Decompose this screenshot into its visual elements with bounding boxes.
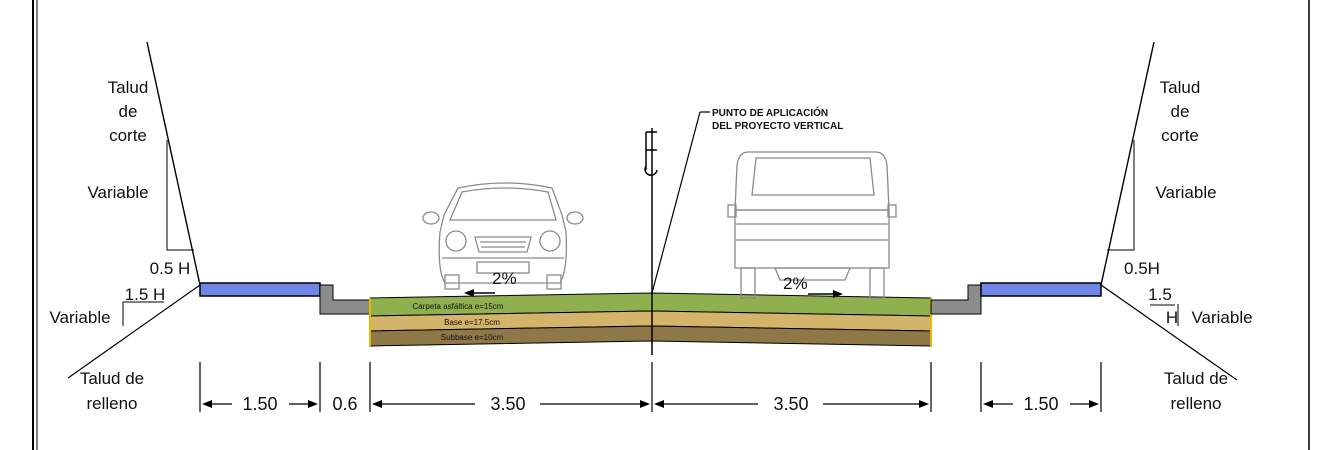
right-fill-label-line2: relleno: [1170, 394, 1221, 413]
right-cut-slope: [1100, 41, 1155, 286]
left-fill-label-line1: Talud de: [80, 369, 144, 388]
left-fill-label-line2: relleno: [86, 394, 137, 413]
right-fill-variable-label: Variable: [1191, 308, 1252, 327]
crossfall-left-arrow-icon: [464, 289, 495, 297]
left-cut-label-line1: Talud: [108, 78, 149, 97]
left-fill-ratio-label: 1.5 H: [125, 285, 166, 304]
left-cut-slope: [146, 41, 201, 286]
left-fill-slope: [67, 284, 201, 379]
right-cut-ratio-label: 0.5H: [1124, 259, 1160, 278]
right-cut-label-line3: corte: [1161, 126, 1199, 145]
asphalt-layer-label: Carpeta asfáltica e=15cm: [413, 302, 504, 311]
right-fill-slope: [1100, 284, 1238, 381]
truck-rear-view-icon: [727, 151, 897, 299]
right-fill-label-line1: Talud de: [1164, 369, 1228, 388]
right-cut-label-line2: de: [1171, 102, 1190, 121]
right-cut-variable-label: Variable: [1155, 183, 1216, 202]
crossfall-right-arrow-icon: [808, 290, 843, 298]
centerline-symbol-icon: [644, 131, 658, 176]
right-shoulder: [980, 282, 1102, 297]
left-cut-variable-label: Variable: [87, 183, 148, 202]
dimension-left-shoulder: [202, 400, 318, 408]
application-point-leader: [651, 111, 701, 294]
dimension-left-lane: [372, 400, 650, 408]
crossfall-right-label: 2%: [783, 274, 808, 293]
right-fill-ratio-numerator: 1.5: [1148, 285, 1172, 304]
right-curb: [930, 284, 982, 315]
left-fill-variable-label: Variable: [49, 308, 110, 327]
left-cut-label-line3: corte: [109, 126, 147, 145]
crossfall-left-label: 2%: [492, 269, 517, 288]
dimension-left-shoulder-label: 1.50: [242, 394, 277, 414]
dimension-curb-label: 0.6: [332, 394, 357, 414]
application-point-label-line2: DEL PROYECTO VERTICAL: [712, 121, 843, 132]
left-cut-label-line2: de: [119, 102, 138, 121]
left-curb: [319, 284, 371, 315]
dimension-right-lane: [654, 400, 929, 408]
left-shoulder: [199, 282, 321, 297]
right-fill-ratio-denominator: H: [1166, 308, 1178, 327]
base-layer-label: Base e=17.5cm: [444, 318, 500, 327]
dimension-left-lane-label: 3.50: [490, 394, 525, 414]
right-cut-label-line1: Talud: [1160, 78, 1201, 97]
dimension-right-shoulder: [983, 400, 1099, 408]
dimension-extension-lines: [199, 362, 1102, 412]
subbase-layer-label: Subbase e=10cm: [441, 333, 504, 342]
application-point-label-line1: PUNTO DE APLICACIÓN: [712, 106, 828, 119]
left-cut-ratio-label: 0.5 H: [150, 259, 191, 278]
pavement-layers: [369, 292, 932, 347]
dimension-right-lane-label: 3.50: [773, 394, 808, 414]
dimension-right-shoulder-label: 1.50: [1023, 394, 1058, 414]
car-front-view-icon: [422, 182, 584, 290]
